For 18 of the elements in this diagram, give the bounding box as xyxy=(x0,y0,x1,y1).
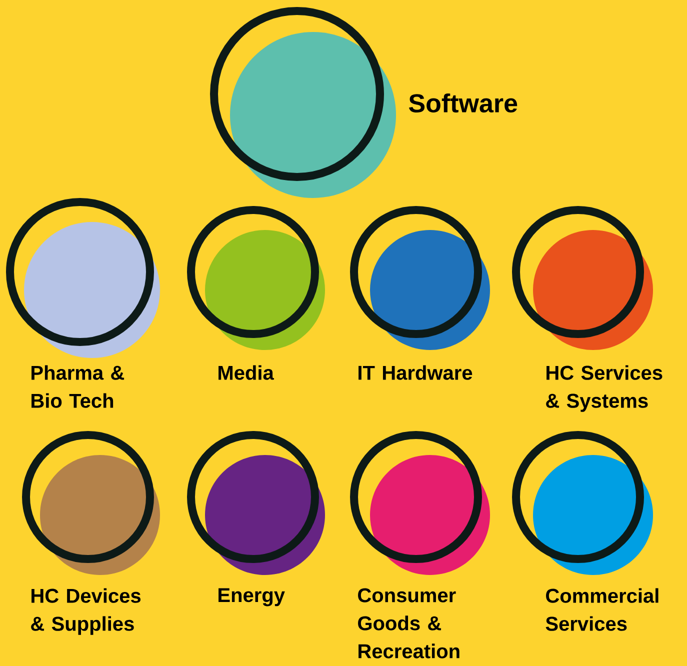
circle-icon xyxy=(22,431,160,575)
circle-label: Media xyxy=(218,365,274,380)
circle-icon xyxy=(6,198,160,358)
circle-icon xyxy=(512,206,653,350)
circle-label: Energy xyxy=(218,588,285,606)
circle-label: Commercial Services xyxy=(546,588,658,631)
circle-icon xyxy=(350,431,490,575)
circle-label: IT Hardware xyxy=(358,365,472,380)
circle-icon xyxy=(350,206,490,350)
circle-label: Consumer Goods & Recreation xyxy=(358,588,460,658)
circle-icon xyxy=(187,206,325,350)
circle-icon xyxy=(512,431,653,575)
circle-icon xyxy=(210,7,396,198)
circle-label: HC Devices & Supplies xyxy=(31,588,141,635)
circle-icon xyxy=(187,431,325,575)
circle-label: Software xyxy=(408,93,518,113)
circle-label: HC Services & Systems xyxy=(546,365,662,412)
circle-label: Pharma & Bio Tech xyxy=(32,365,124,408)
